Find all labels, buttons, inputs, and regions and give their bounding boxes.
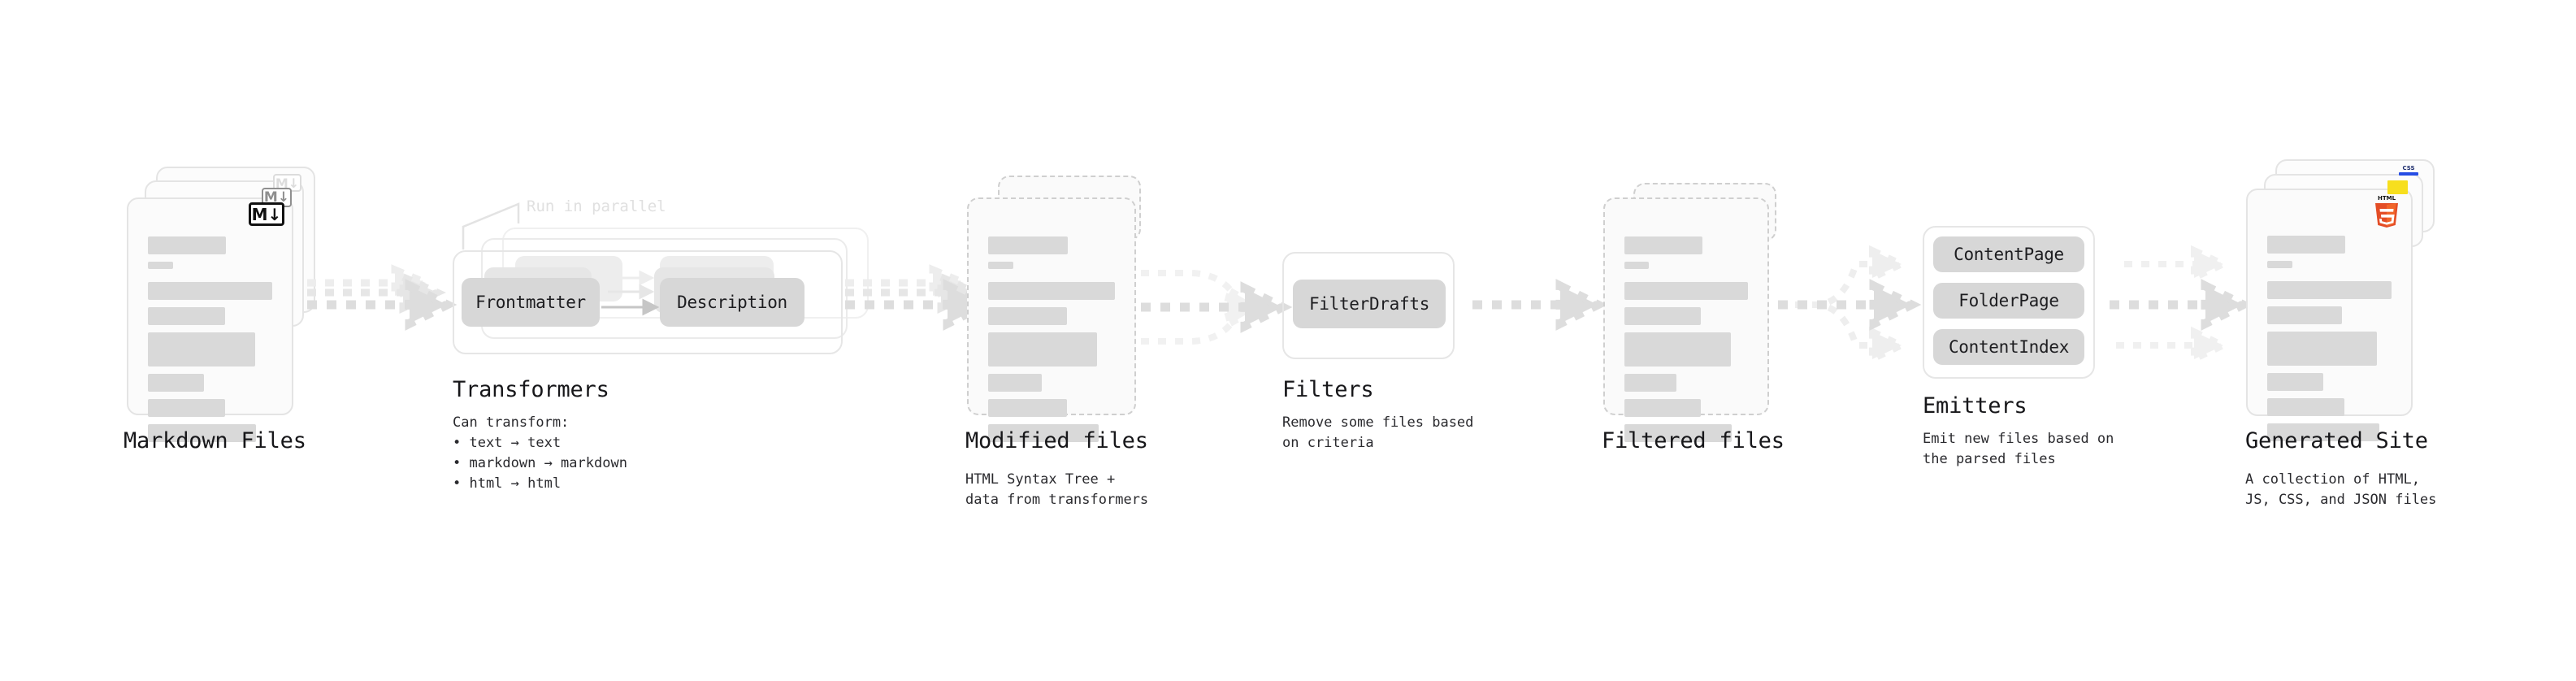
doc-line: [148, 236, 227, 254]
doc-line: [148, 282, 272, 300]
stage-title: Filtered files: [1602, 428, 1785, 453]
markdown-badge-label: M↓: [275, 175, 300, 191]
conn-transformers-modified: [845, 264, 995, 331]
doc-line: [2267, 373, 2323, 391]
doc-line: [988, 262, 1014, 269]
conn-modified-filters: [1141, 270, 1293, 345]
doc-line: [2267, 281, 2392, 299]
doc-line: [2267, 261, 2292, 268]
modified-card-front: [967, 197, 1136, 442]
conn-markdown-transformers: [307, 264, 458, 331]
doc-line: [1624, 282, 1748, 300]
doc-line: [1624, 424, 1733, 442]
doc-line: [2267, 398, 2344, 416]
doc-line: [988, 282, 1115, 300]
chip-label: FolderPage: [1958, 291, 2059, 310]
js-badge-icon: [2387, 180, 2408, 194]
doc-line: [988, 307, 1067, 325]
chip-label: ContentIndex: [1948, 337, 2070, 357]
stage-caption: HTML Syntax Tree + data from transformer…: [965, 471, 1149, 508]
markdown-card-front: [127, 197, 293, 442]
emitters-panel: [1923, 226, 2095, 379]
doc-line: [1624, 332, 1731, 367]
stage-title: Generated Site: [2245, 428, 2428, 453]
doc-line: [1624, 262, 1650, 269]
chip-label: Frontmatter: [475, 293, 586, 312]
stage-caption: Remove some files based on criteria: [1282, 414, 1474, 451]
doc-line: [988, 332, 1098, 367]
doc-line: [1624, 236, 1702, 254]
emitter-chip-contentindex[interactable]: ContentIndex: [1933, 329, 2084, 365]
transformer-internal-arrows: [601, 270, 660, 316]
stage-caption: Can transform: • text → text • markdown …: [453, 414, 627, 492]
doc-line: [148, 399, 225, 417]
html5-badge-icon: HTML: [2375, 195, 2398, 228]
run-in-parallel-label: Run in parallel: [527, 197, 666, 215]
doc-line: [2267, 236, 2346, 254]
doc-line: [988, 374, 1042, 392]
transformer-chip-description[interactable]: Description: [660, 278, 804, 327]
chip-label: FilterDrafts: [1308, 294, 1430, 314]
doc-line: [1624, 399, 1702, 417]
markdown-badge-label: M↓: [263, 189, 290, 206]
filters-panel: [1282, 252, 1455, 359]
emitter-chip-contentpage[interactable]: ContentPage: [1933, 236, 2084, 272]
doc-line: [1624, 374, 1676, 392]
stage-title: Modified files: [965, 428, 1148, 453]
stage-caption: A collection of HTML, JS, CSS, and JSON …: [2245, 471, 2437, 508]
stage-title: Filters: [1282, 377, 1374, 402]
markdown-badge-icon: M↓: [249, 202, 284, 226]
emitter-chip-folderpage[interactable]: FolderPage: [1933, 283, 2084, 319]
conn-emitters-site: [2110, 245, 2253, 365]
stage-title: Transformers: [453, 377, 609, 402]
chip-label: Description: [677, 293, 787, 312]
conn-filters-filtered: [1472, 279, 1608, 331]
doc-line: [148, 307, 225, 325]
doc-line: [2267, 423, 2379, 441]
doc-line: [148, 332, 255, 367]
transformer-chip-frontmatter[interactable]: Frontmatter: [462, 278, 600, 327]
stage-caption: Emit new files based on the parsed files: [1923, 431, 2114, 467]
doc-line: [1624, 307, 1702, 325]
doc-line: [988, 236, 1069, 254]
transformer-panel-front: [453, 250, 843, 354]
markdown-badge-label: M↓: [251, 204, 282, 224]
conn-filtered-emitters: [1778, 245, 1922, 365]
doc-line: [148, 262, 173, 269]
doc-line: [2267, 332, 2377, 366]
svg-text:HTML: HTML: [2378, 195, 2396, 202]
run-in-parallel-bracket: [462, 202, 520, 249]
css-badge-bar: [2399, 172, 2418, 176]
doc-line: [148, 374, 204, 392]
stage-title: Markdown Files: [124, 428, 306, 453]
doc-line: [988, 399, 1067, 417]
stage-title: Emitters: [1923, 393, 2027, 419]
doc-line: [2267, 306, 2342, 324]
doc-line: [988, 424, 1099, 442]
css-badge-label: CSS: [2402, 165, 2415, 171]
chip-label: ContentPage: [1954, 245, 2064, 264]
filter-chip-filterdrafts[interactable]: FilterDrafts: [1293, 280, 1446, 328]
doc-line: [148, 424, 257, 442]
filtered-card-front: [1603, 197, 1769, 442]
css-badge-icon: CSS: [2399, 166, 2418, 176]
